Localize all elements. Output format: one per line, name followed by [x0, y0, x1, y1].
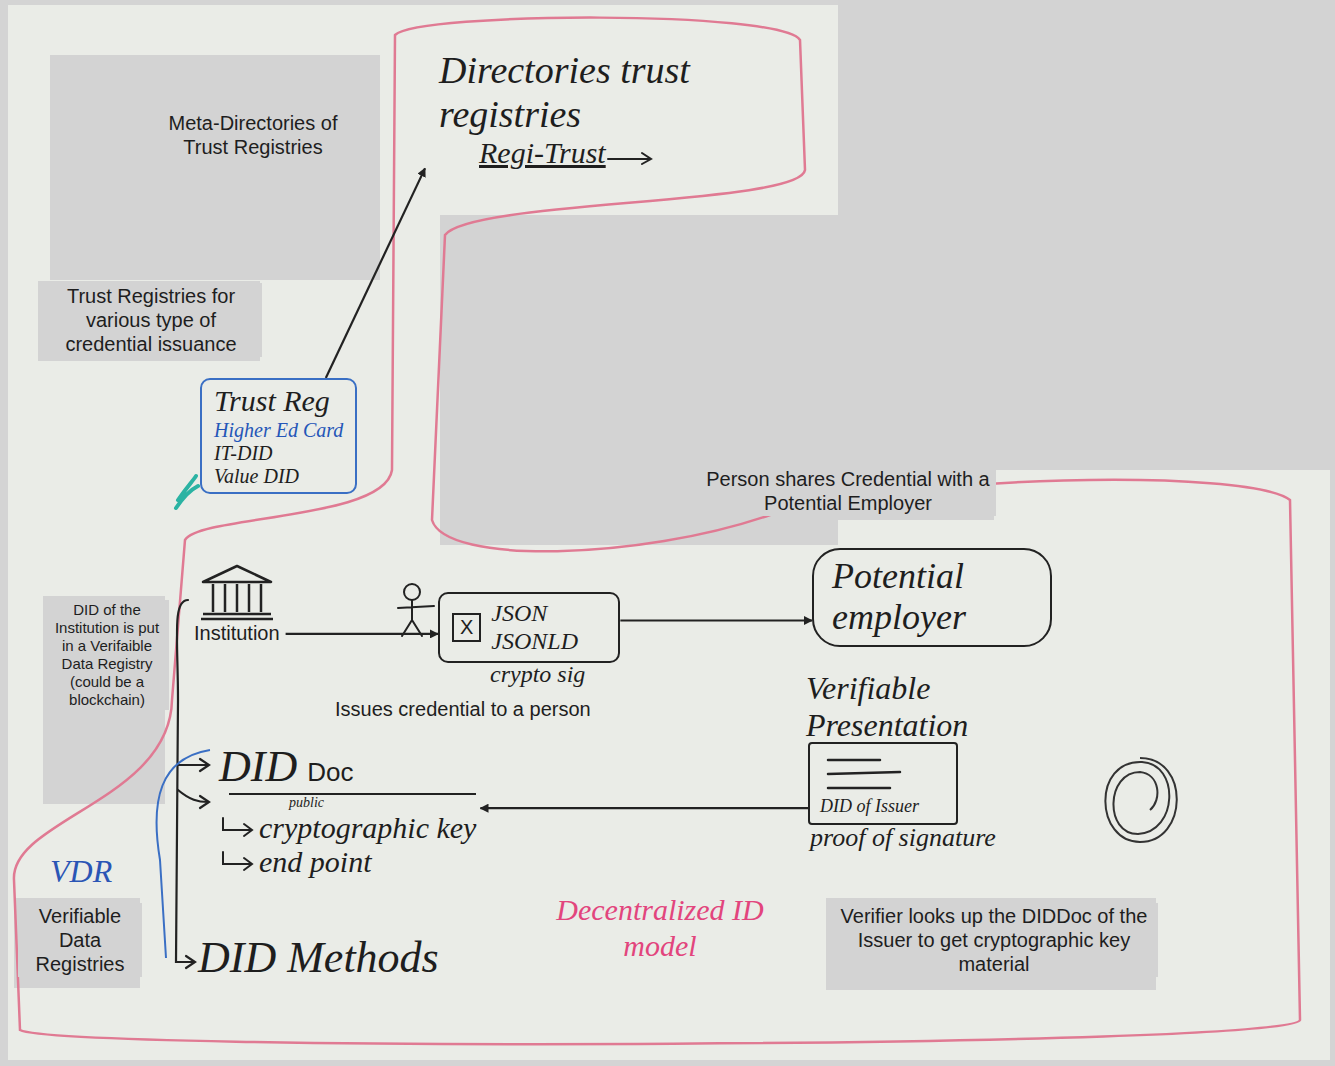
node-text: proof of signature — [810, 823, 996, 853]
node-text: Directories trust registries — [439, 49, 739, 136]
arrow-head — [200, 796, 209, 808]
presentation-box: Verifiable PresentationDID of Issuerproo… — [808, 742, 958, 825]
document-lines — [820, 752, 930, 796]
node-text: Doc — [307, 758, 353, 788]
arrow-head — [200, 759, 209, 771]
arrow-stroke — [223, 852, 252, 870]
grey-patch — [838, 0, 1335, 470]
employer-box: Potential employer — [812, 548, 1052, 647]
caption-label: Trust Registries for various type of cre… — [40, 283, 262, 357]
handwritten-label: DID Methods — [198, 932, 439, 985]
arrow-tick — [219, 850, 259, 874]
figure-body — [398, 600, 434, 636]
node-text: crypto sig — [490, 661, 585, 689]
pink-outline — [14, 18, 1300, 1045]
caption-label: Issues credential to a person — [335, 697, 591, 721]
handwritten-label: VDR — [50, 852, 112, 890]
bracket-line — [178, 790, 208, 802]
arrow-head — [186, 956, 195, 968]
grey-patch — [50, 55, 380, 280]
node-text: DID — [219, 742, 297, 793]
key-row: cryptographic key — [219, 811, 476, 846]
arrow-stroke — [223, 818, 252, 836]
did-row: DID Doc — [219, 742, 476, 793]
node-text: Verifiable Presentation — [806, 670, 1066, 744]
node-text: Higher Ed Card — [214, 419, 343, 442]
caption-label: DID of the Institution is put in a Verif… — [45, 600, 169, 710]
node-text: Potential employer — [832, 556, 1032, 639]
did-underline — [229, 793, 476, 795]
bracket-line — [178, 764, 208, 766]
node-text: Regi-Trust — [479, 136, 606, 171]
document-line — [828, 760, 900, 788]
caption-label: Verifier looks up the DIDDoc of the Issu… — [830, 903, 1158, 977]
caption-label: Person shares Credential with a Potentia… — [700, 466, 996, 516]
connector-arrow — [620, 619, 812, 621]
institution-node: Institution — [188, 560, 286, 647]
building-stroke — [201, 566, 273, 619]
node-text: cryptographic key — [259, 811, 476, 846]
did-doc-group: DID Doc publiccryptographic keyend point — [215, 740, 480, 882]
node-text: DID of Issuer — [820, 796, 946, 817]
stick-figure — [398, 584, 434, 636]
building-icon — [197, 562, 277, 622]
blue-line — [157, 750, 210, 958]
node-text: Value DID — [214, 465, 343, 488]
node-text: IT-DID — [214, 442, 343, 465]
figure-head — [404, 584, 420, 600]
node-text: JSON JSONLD — [491, 600, 606, 655]
node-text: public — [289, 795, 476, 811]
node-text: end point — [259, 845, 372, 880]
arrow-tick — [606, 143, 656, 165]
arrow-stroke — [608, 153, 651, 164]
credential-photo-box: X — [452, 613, 481, 642]
endpoint-row: end point — [219, 845, 476, 880]
connector-arrow — [326, 168, 425, 378]
circle-scribble — [1105, 758, 1176, 842]
credential-box: JSON JSONLDcrypto sigX — [438, 592, 620, 663]
directories-box: Directories trust registriesRegi-Trust — [425, 45, 753, 175]
node-text: Institution — [194, 622, 280, 645]
caption-label: Meta-Directories of Trust Registries — [150, 110, 356, 160]
arrow-tick — [219, 816, 259, 840]
bracket-line — [176, 600, 194, 962]
grey-patches — [14, 0, 1335, 990]
connector-arrow — [286, 633, 438, 635]
connector-arrow — [480, 807, 808, 809]
node-text: X — [460, 616, 473, 639]
trust-registry-box: Trust RegHigher Ed CardIT-DIDValue DID — [200, 378, 357, 494]
caption-label: Verifiable Data Registries — [18, 903, 142, 977]
handwritten-label: Decentralized ID model — [540, 892, 780, 964]
regi-row: Regi-Trust — [479, 136, 739, 171]
did-bracket — [176, 600, 209, 968]
teal-scribble — [176, 476, 198, 508]
node-text: Trust Reg — [214, 384, 343, 419]
